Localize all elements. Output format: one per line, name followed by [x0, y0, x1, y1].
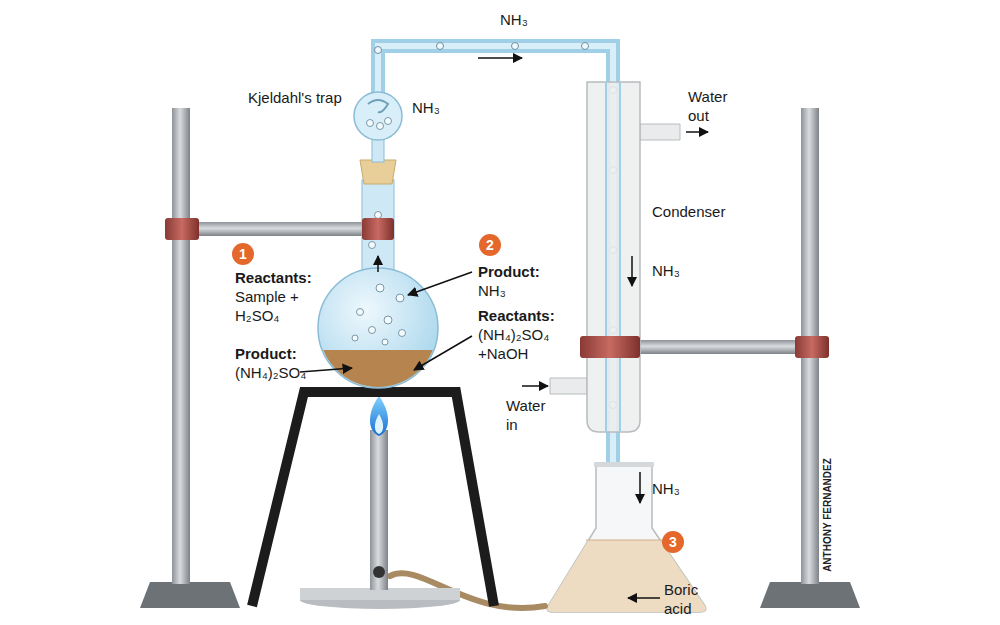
clamp [165, 218, 199, 240]
flow-label: Water in [506, 396, 558, 434]
gas-label: NH₃ [652, 261, 680, 280]
stand-base [760, 582, 860, 608]
product-text: (NH₄)₂SO₄ [235, 363, 306, 382]
heading: Product: [478, 262, 540, 281]
part-name: Condenser [652, 202, 725, 221]
kjeldahl-flask [318, 92, 438, 388]
part-name: Kjeldahl's trap [248, 88, 342, 107]
clamp [795, 336, 829, 358]
callout-number: 3 [662, 531, 684, 553]
reactant-text: (NH₄)₂SO₄ +NaOH [478, 325, 564, 363]
heading: Product: [235, 344, 297, 363]
tripod [252, 392, 494, 606]
callout-number: 1 [232, 243, 254, 265]
stand-pole [172, 108, 190, 584]
bubbles [352, 118, 406, 346]
gas-label: NH₃ [500, 10, 528, 29]
reactant-text: Sample + H₂SO₄ [235, 287, 313, 325]
arrows [300, 58, 708, 598]
gas-label: NH₃ [652, 479, 680, 498]
flow-label: Water out [688, 87, 740, 125]
watermark: ANTHONY FERNANDEZ [822, 455, 834, 575]
heading: Reactants: [235, 268, 312, 287]
callout-number: 2 [479, 234, 501, 256]
clamp [580, 336, 640, 358]
product-text: NH₃ [478, 281, 506, 300]
gas-label: NH₃ [412, 98, 440, 117]
condenser [550, 82, 680, 432]
heading: Reactants: [478, 306, 555, 325]
stand-base [140, 582, 240, 608]
clamp [362, 218, 394, 240]
clamp-arm [170, 222, 385, 236]
part-name: Boric acid [664, 580, 716, 618]
